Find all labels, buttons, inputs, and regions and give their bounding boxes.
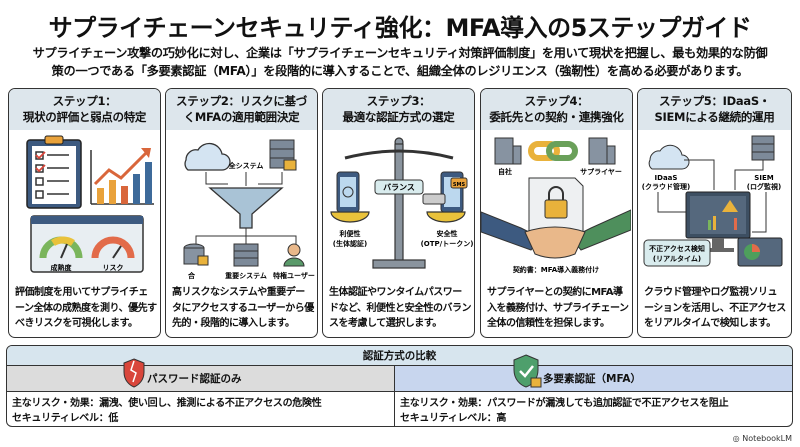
risk-label: リスク [103, 263, 124, 272]
step-card-2: ステップ2：リスクに基づくMFAの適用範囲決定 全システム 合 重要システム 特… [165, 88, 318, 338]
label: (OTP/トークン) [421, 239, 473, 248]
label: サプライヤー [580, 167, 622, 176]
shield-check-lock-icon [513, 354, 542, 388]
sms-label: SMS [453, 182, 466, 188]
phone-sms-icon: SMS [422, 171, 468, 213]
label: 自社 [498, 167, 512, 176]
step-card-5: ステップ5：IDaaS・SIEMによる継続的運用 IDaaS (クラウド管理) … [637, 88, 792, 338]
label: IDaaS [655, 174, 678, 182]
clipboard-icon [26, 135, 82, 209]
label: 合 [187, 271, 196, 280]
page-subtitle: サプライチェーン攻撃の巧妙化に対し、企業は「サプライチェーンセキュリティ対策評価… [10, 44, 790, 80]
assessment-illustration: 成熟度 リスク [26, 135, 154, 273]
step-title: ステップ5：IDaaS・SIEMによる継続的運用 [638, 89, 791, 130]
step-card-3: ステップ3：最適な認証方式の選定 SMS バランス 利便性 (生体認証) 安全性… [322, 88, 475, 338]
admin-user-icon [283, 243, 305, 267]
scope-funnel-illustration: 全システム 合 重要システム 特権ユーザー [183, 139, 315, 280]
contract-handshake-illustration: 自社 サプライヤー 契約書：MFA導入義務付け [481, 137, 631, 274]
page-title: サプライチェーンセキュリティ強化：MFA導入の5ステップガイド [48, 14, 752, 42]
subtitle-line: 策の一つである「多要素認証（MFA）」を段階的に導入することで、組織全体のレジリ… [51, 64, 749, 78]
bar-chart-icon [90, 148, 154, 205]
label: (リアルタイム) [653, 254, 701, 263]
fingerprint-phone-icon [336, 171, 360, 213]
monitor-dashboard-icon [685, 191, 751, 252]
monitoring-illustration: IDaaS (クラウド管理) SIEM (ログ監視) 不正アクセス検知 (リアル… [642, 135, 783, 267]
step-description: 高リスクなシステムや重要データにアクセスするユーザーから優先的・段階的に導入しま… [172, 287, 314, 329]
cloud-icon [648, 144, 690, 170]
step-description: 評価制度を用いてサプライチェーン全体の成熟度を測り、優先すべきリスクを可視化しま… [15, 287, 157, 329]
label: 安全性 [437, 229, 458, 238]
comparison-row: 主なリスク・効果：漏洩、使い回し、推測による不正アクセスの危険性セキュリティレベ… [12, 398, 322, 424]
step-card-4: ステップ4：委託先との契約・連携強化 自社 サプライヤー 契約書：MFA導入義務… [480, 88, 633, 338]
step-title: ステップ2：リスクに基づくMFAの適用範囲決定 [166, 89, 317, 130]
label: 不正アクセス検知 [649, 244, 705, 253]
step-card-1: ステップ1：現状の評価と弱点の特定 成熟度 リスク 評価制度を用いてサプライチェ… [8, 88, 161, 338]
building-icon [494, 137, 616, 165]
step-title: ステップ4：委託先との契約・連携強化 [481, 89, 632, 130]
label: SIEM [754, 174, 773, 182]
notebooklm-logo: ◎ NotebookLM [732, 434, 792, 443]
subtitle-line: サプライチェーン攻撃の巧妙化に対し、企業は「サプライチェーンセキュリティ対策評価… [32, 46, 768, 60]
handshake-icon [524, 226, 586, 259]
scale-icon [330, 137, 466, 269]
chain-link-icon [528, 141, 578, 161]
comparison-title: 認証方式の比較 [7, 346, 792, 366]
comparison-row: 主なリスク・効果：パスワードが漏洩しても追加認証で不正アクセスを阻止セキュリティ… [400, 398, 729, 424]
label: (クラウド管理) [642, 182, 690, 191]
step-description: 生体認証やワンタイムパスワードなど、利便性と安全性のバランスを考慮して選択します… [329, 287, 472, 329]
server-icon [233, 243, 259, 267]
label: (生体認証) [333, 239, 367, 248]
label: 重要システム [225, 271, 267, 280]
step-title: ステップ1：現状の評価と弱点の特定 [9, 89, 160, 130]
cloud-icon [184, 142, 231, 171]
broken-shield-icon [123, 358, 145, 388]
padlock-icon [544, 186, 568, 219]
mfa-column: 多要素認証（MFA） 主なリスク・効果：パスワードが漏洩しても追加認証で不正アク… [395, 354, 792, 426]
database-lock-icon [183, 243, 209, 266]
step-title: ステップ3：最適な認証方式の選定 [323, 89, 474, 130]
maturity-label: 成熟度 [51, 263, 73, 272]
pie-chart-panel-icon [737, 237, 783, 267]
balance-label: バランス [383, 183, 415, 192]
label: (ログ監視) [747, 182, 781, 191]
dashboard-icon [30, 215, 144, 273]
password-only-column: パスワード認証のみ 主なリスク・効果：漏洩、使い回し、推測による不正アクセスの危… [7, 358, 395, 426]
label: 特権ユーザー [273, 271, 315, 280]
step-description: クラウド管理やログ監視ソリューションを活用し、不正アクセスをリアルタイムで検知し… [644, 287, 786, 329]
funnel-icon [208, 187, 284, 229]
all-systems-label: 全システム [228, 161, 264, 170]
label: 利便性 [340, 229, 361, 238]
balance-scale-illustration: SMS バランス 利便性 (生体認証) 安全性 (OTP/トークン) [330, 137, 473, 269]
comparison-table: 認証方式の比較 パスワード認証のみ 主なリスク・効果：漏洩、使い回し、推測による… [6, 345, 793, 427]
step-description: サプライヤーとの契約にMFA導入を義務付け、サプライチェーン全体の信頼性を担保し… [487, 287, 629, 329]
server-icon [751, 135, 775, 161]
contract-label: 契約書：MFA導入義務付け [512, 265, 599, 274]
server-lock-icon [269, 139, 297, 171]
column-header: 多要素認証（MFA） [395, 354, 792, 392]
column-header: パスワード認証のみ [7, 358, 394, 392]
